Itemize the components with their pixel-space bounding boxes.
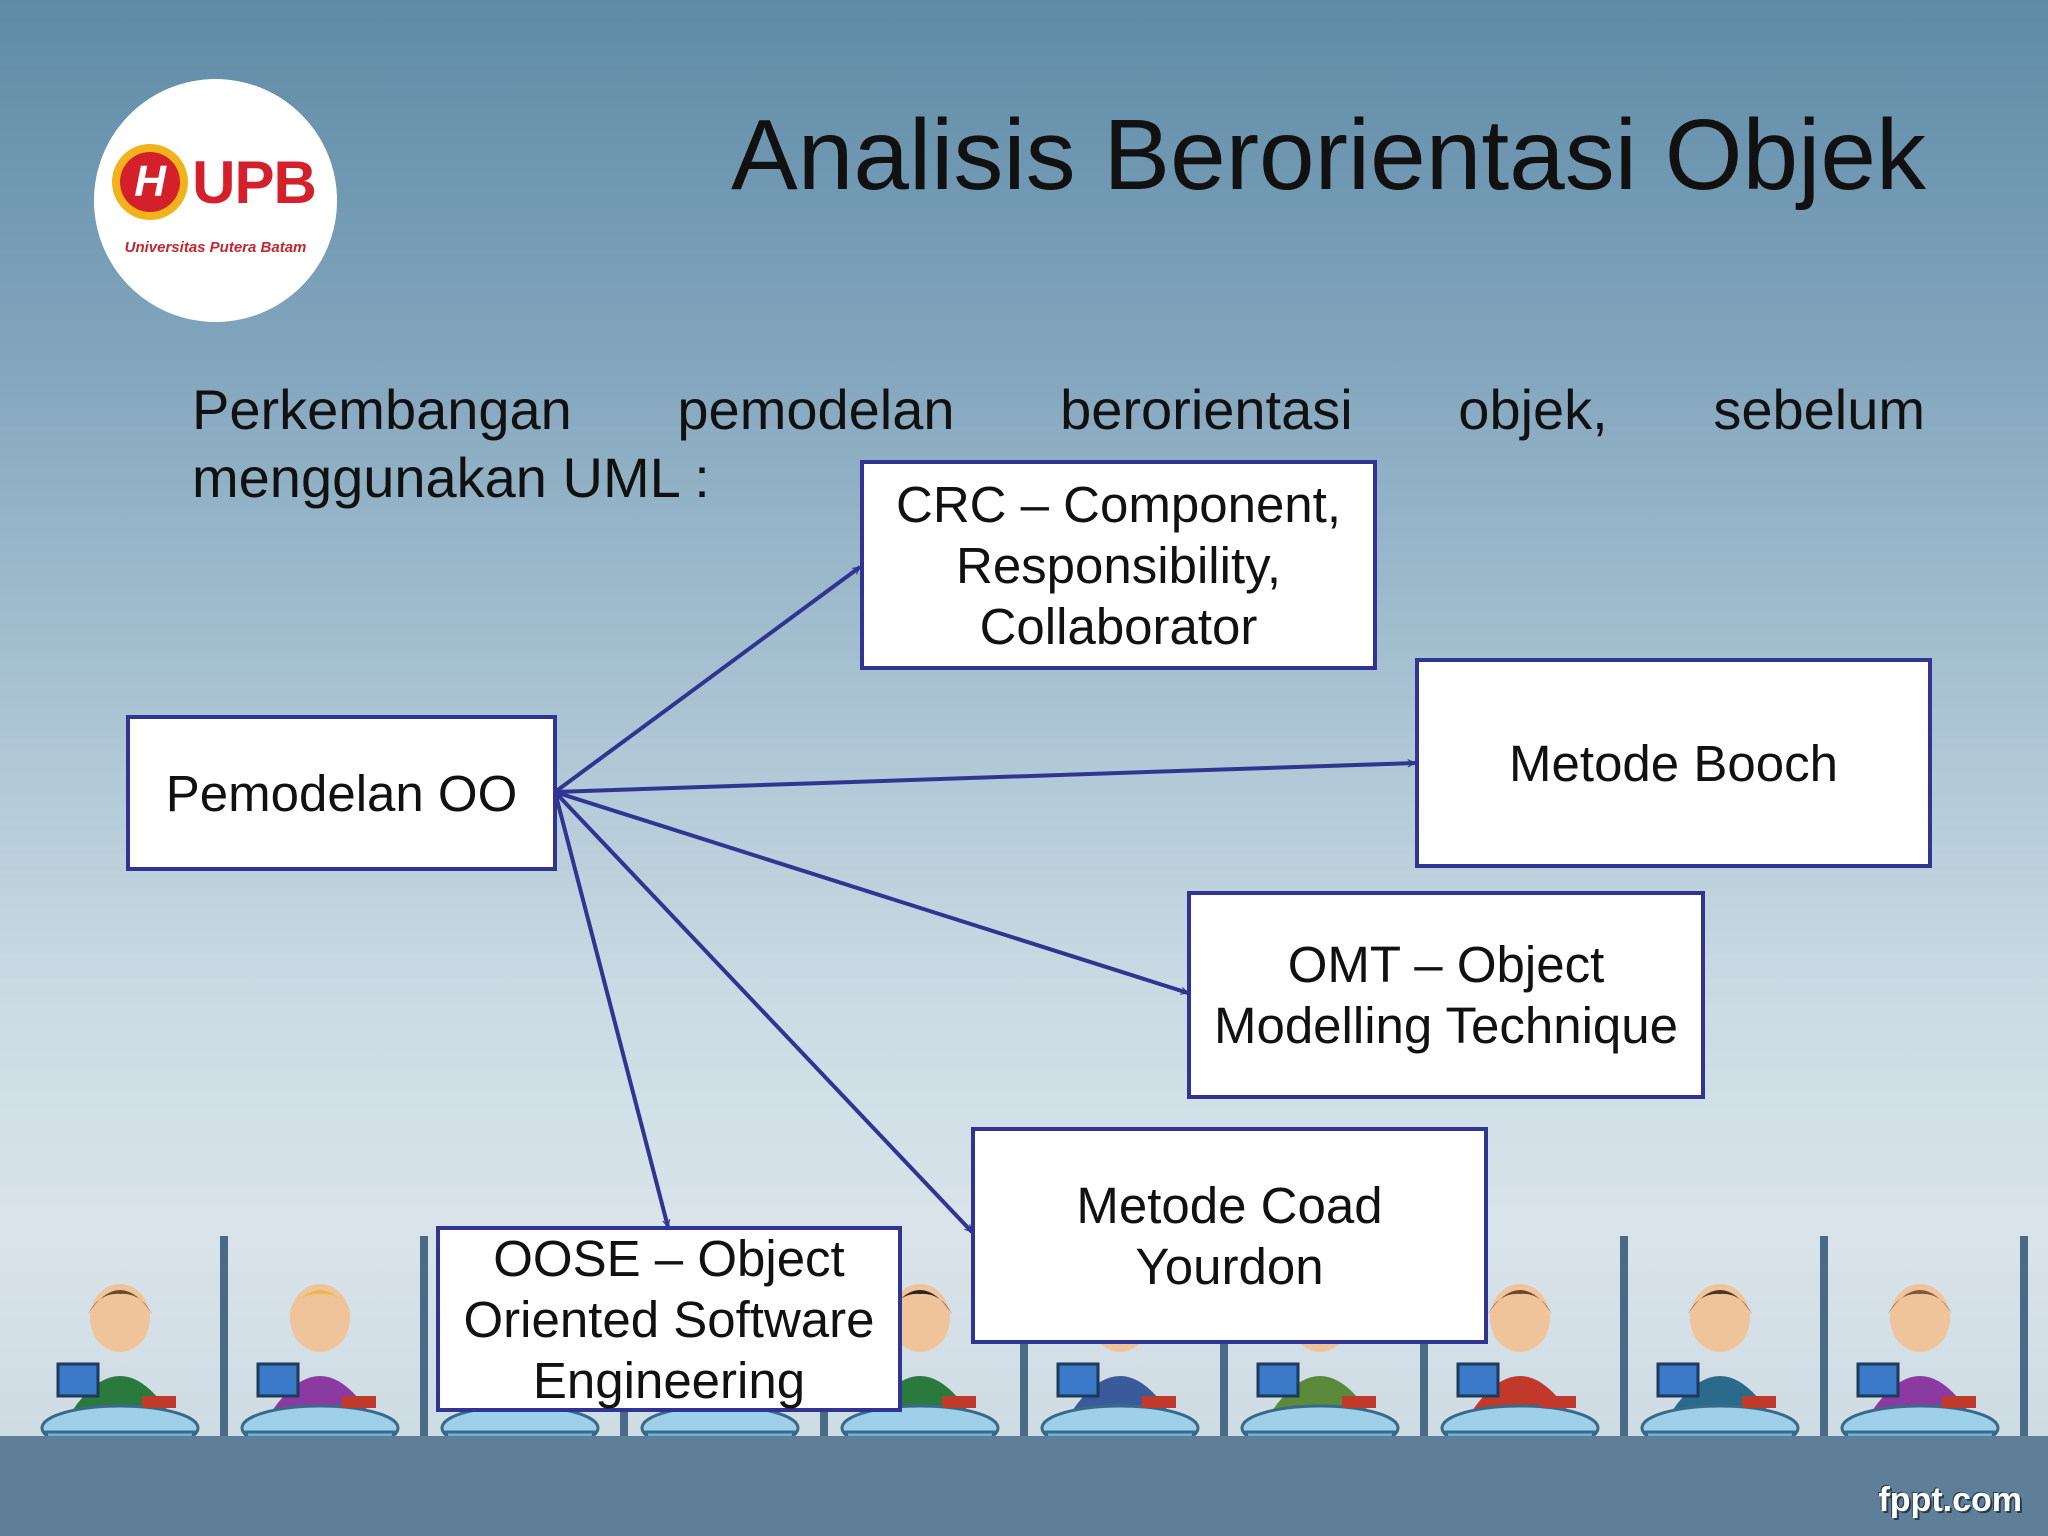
logo-wordmark: UPB (192, 148, 317, 216)
node-label: Metode Coad Yourdon (1076, 1176, 1383, 1295)
divider-post (420, 1236, 428, 1486)
person-hair (88, 1290, 152, 1314)
divider-post (1220, 1236, 1228, 1486)
logo-emblem: H (112, 144, 189, 220)
logo: H UPB Universitas Putera Batam (94, 79, 337, 322)
person-hair (288, 1290, 352, 1314)
monitor-icon (256, 1362, 300, 1398)
node-omt: OMT – Object Modelling Technique (1187, 891, 1705, 1099)
divider-post (1820, 1236, 1828, 1486)
monitor-icon (1256, 1362, 1300, 1398)
page-title: Analisis Berorientasi Objek (731, 99, 1926, 211)
person-hair (1688, 1290, 1752, 1314)
monitor-icon (56, 1362, 100, 1398)
divider-post (1420, 1236, 1428, 1486)
book-icon (142, 1396, 176, 1408)
book-icon (342, 1396, 376, 1408)
logo-mark: H UPB (106, 144, 322, 220)
person-head (890, 1284, 950, 1352)
person-hair (1488, 1290, 1552, 1314)
node-pemodelan-oo: Pemodelan OO (126, 715, 557, 871)
divider-post (1620, 1236, 1628, 1486)
person-head (1890, 1284, 1950, 1352)
intro-text: Perkembangan pemodelan berorientasi obje… (192, 378, 1925, 509)
person-head (90, 1284, 150, 1352)
node-coad-yourdon: Metode Coad Yourdon (971, 1127, 1488, 1344)
arrow-to-booch (554, 763, 1415, 794)
book-icon (1142, 1396, 1176, 1408)
monitor-icon (1056, 1362, 1100, 1398)
node-booch: Metode Booch (1415, 658, 1932, 868)
book-icon (1942, 1396, 1976, 1408)
divider-post (1020, 1236, 1028, 1486)
node-label: OOSE – Object Oriented Software Engineer… (463, 1229, 875, 1409)
book-icon (942, 1396, 976, 1408)
person-hair (1888, 1290, 1952, 1314)
monitor-icon (1856, 1362, 1900, 1398)
node-crc: CRC – Component, Responsibility, Collabo… (860, 460, 1377, 670)
node-label: CRC – Component, Responsibility, Collabo… (895, 475, 1342, 655)
book-icon (1542, 1396, 1576, 1408)
logo-letter: H (120, 152, 181, 212)
arrow-to-crc (553, 565, 862, 794)
node-label: Metode Booch (1509, 734, 1838, 792)
arrow-to-coad-yourdon (553, 790, 974, 1234)
divider-post (2020, 1236, 2028, 1486)
floor-band (0, 1436, 2048, 1536)
person-head (290, 1284, 350, 1352)
watermark: fppt.com (1878, 1481, 2022, 1519)
person-head (1690, 1284, 1750, 1352)
node-oose: OOSE – Object Oriented Software Engineer… (436, 1226, 902, 1412)
monitor-icon (1456, 1362, 1500, 1398)
book-icon (1342, 1396, 1376, 1408)
monitor-icon (1656, 1362, 1700, 1398)
divider-post (220, 1236, 228, 1486)
arrow-to-omt (554, 790, 1188, 995)
logo-subtitle: Universitas Putera Batam (124, 239, 307, 256)
person-head (1490, 1284, 1550, 1352)
book-icon (1742, 1396, 1776, 1408)
arrow-to-oose (553, 791, 668, 1227)
person-hair (888, 1290, 952, 1314)
node-label: Pemodelan OO (165, 764, 518, 822)
node-label: OMT – Object Modelling Technique (1213, 936, 1679, 1054)
